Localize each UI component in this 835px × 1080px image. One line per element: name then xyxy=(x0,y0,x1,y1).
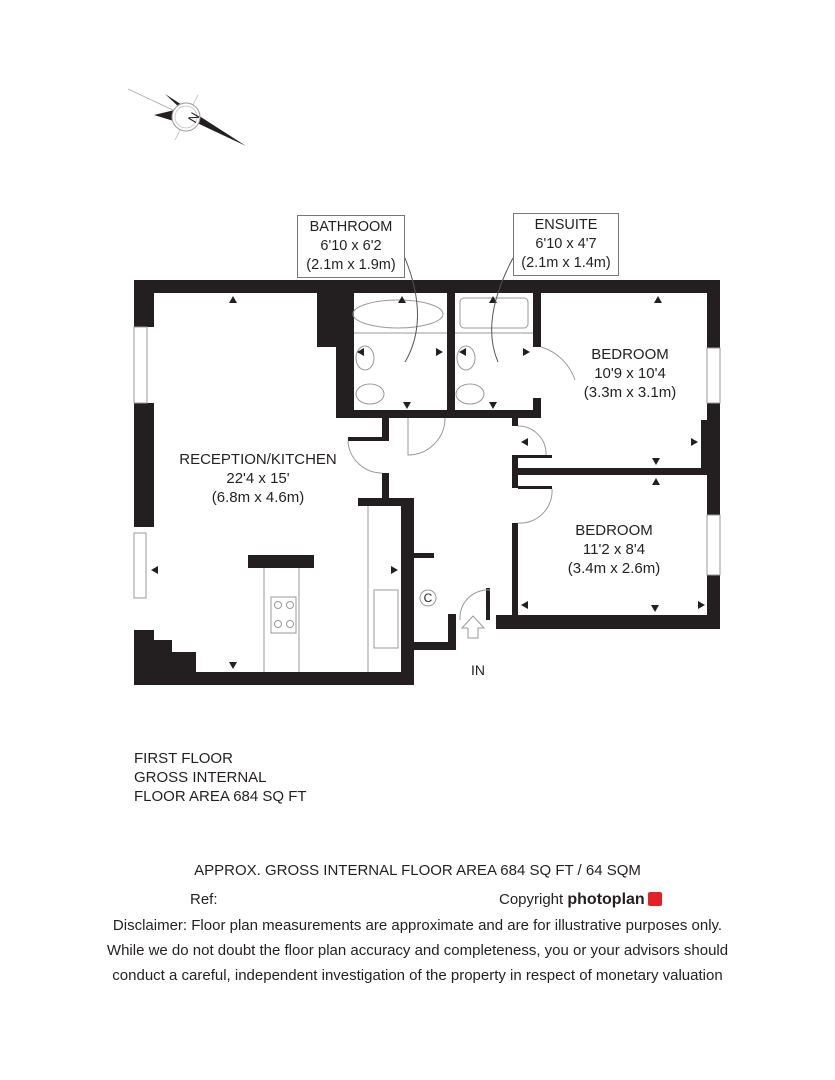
ref-label: Ref: xyxy=(190,891,218,908)
fixtures xyxy=(133,297,721,672)
ensuite-label: ENSUITE 6'10 x 4'7 (2.1m x 1.4m) xyxy=(513,213,619,276)
walls xyxy=(134,280,720,685)
room-name: RECEPTION/KITCHEN xyxy=(179,451,337,468)
room-size-metric: (3.3m x 3.1m) xyxy=(583,384,677,401)
room-size-imperial: 10'9 x 10'4 xyxy=(594,365,666,382)
bedroom-2-label: BEDROOM 11'2 x 8'4 (3.4m x 2.6m) xyxy=(568,521,661,578)
room-name: BEDROOM xyxy=(591,346,669,363)
room-size-imperial: 6'10 x 6'2 xyxy=(320,238,382,254)
floor-name: FIRST FLOOR xyxy=(134,750,233,767)
reception-kitchen-label: RECEPTION/KITCHEN 22'4 x 15' (6.8m x 4.6… xyxy=(179,450,337,507)
compass xyxy=(127,88,246,146)
room-name: BATHROOM xyxy=(309,219,393,235)
room-size-imperial: 11'2 x 8'4 xyxy=(582,541,646,558)
floor-area: FLOOR AREA 684 SQ FT xyxy=(134,788,307,805)
disclaimer-line-2: While we do not doubt the floor plan acc… xyxy=(106,942,729,959)
brand-logo-text: photoplan xyxy=(567,891,645,908)
disclaimer-line-1: Disclaimer: Floor plan measurements are … xyxy=(112,917,723,934)
floor-info: FIRST FLOOR GROSS INTERNAL FLOOR AREA 68… xyxy=(134,749,307,806)
room-name: BEDROOM xyxy=(575,522,653,539)
room-size-metric: (2.1m x 1.4m) xyxy=(521,255,611,271)
approx-area: APPROX. GROSS INTERNAL FLOOR AREA 684 SQ… xyxy=(194,862,641,879)
photoplan-logo-icon xyxy=(647,892,662,906)
room-size-metric: (2.1m x 1.9m) xyxy=(306,257,396,273)
copyright: Copyright photoplan xyxy=(499,890,662,909)
floor-area-caption: GROSS INTERNAL xyxy=(134,769,267,786)
label-leaders xyxy=(404,257,514,363)
room-size-imperial: 22'4 x 15' xyxy=(226,470,290,487)
cupboard-label: C xyxy=(423,591,433,605)
room-size-imperial: 6'10 x 4'7 xyxy=(535,236,597,252)
disclaimer-line-3: conduct a careful, independent investiga… xyxy=(112,967,723,984)
dimension-arrows xyxy=(151,296,705,669)
bedroom-1-label: BEDROOM 10'9 x 10'4 (3.3m x 3.1m) xyxy=(584,345,677,402)
room-size-metric: (3.4m x 2.6m) xyxy=(567,560,661,577)
bathroom-label: BATHROOM 6'10 x 6'2 (2.1m x 1.9m) xyxy=(297,215,405,278)
room-name: ENSUITE xyxy=(534,217,598,233)
copyright-text: Copyright xyxy=(499,891,564,908)
room-size-metric: (6.8m x 4.6m) xyxy=(211,489,305,506)
entrance-label: IN xyxy=(471,662,485,678)
